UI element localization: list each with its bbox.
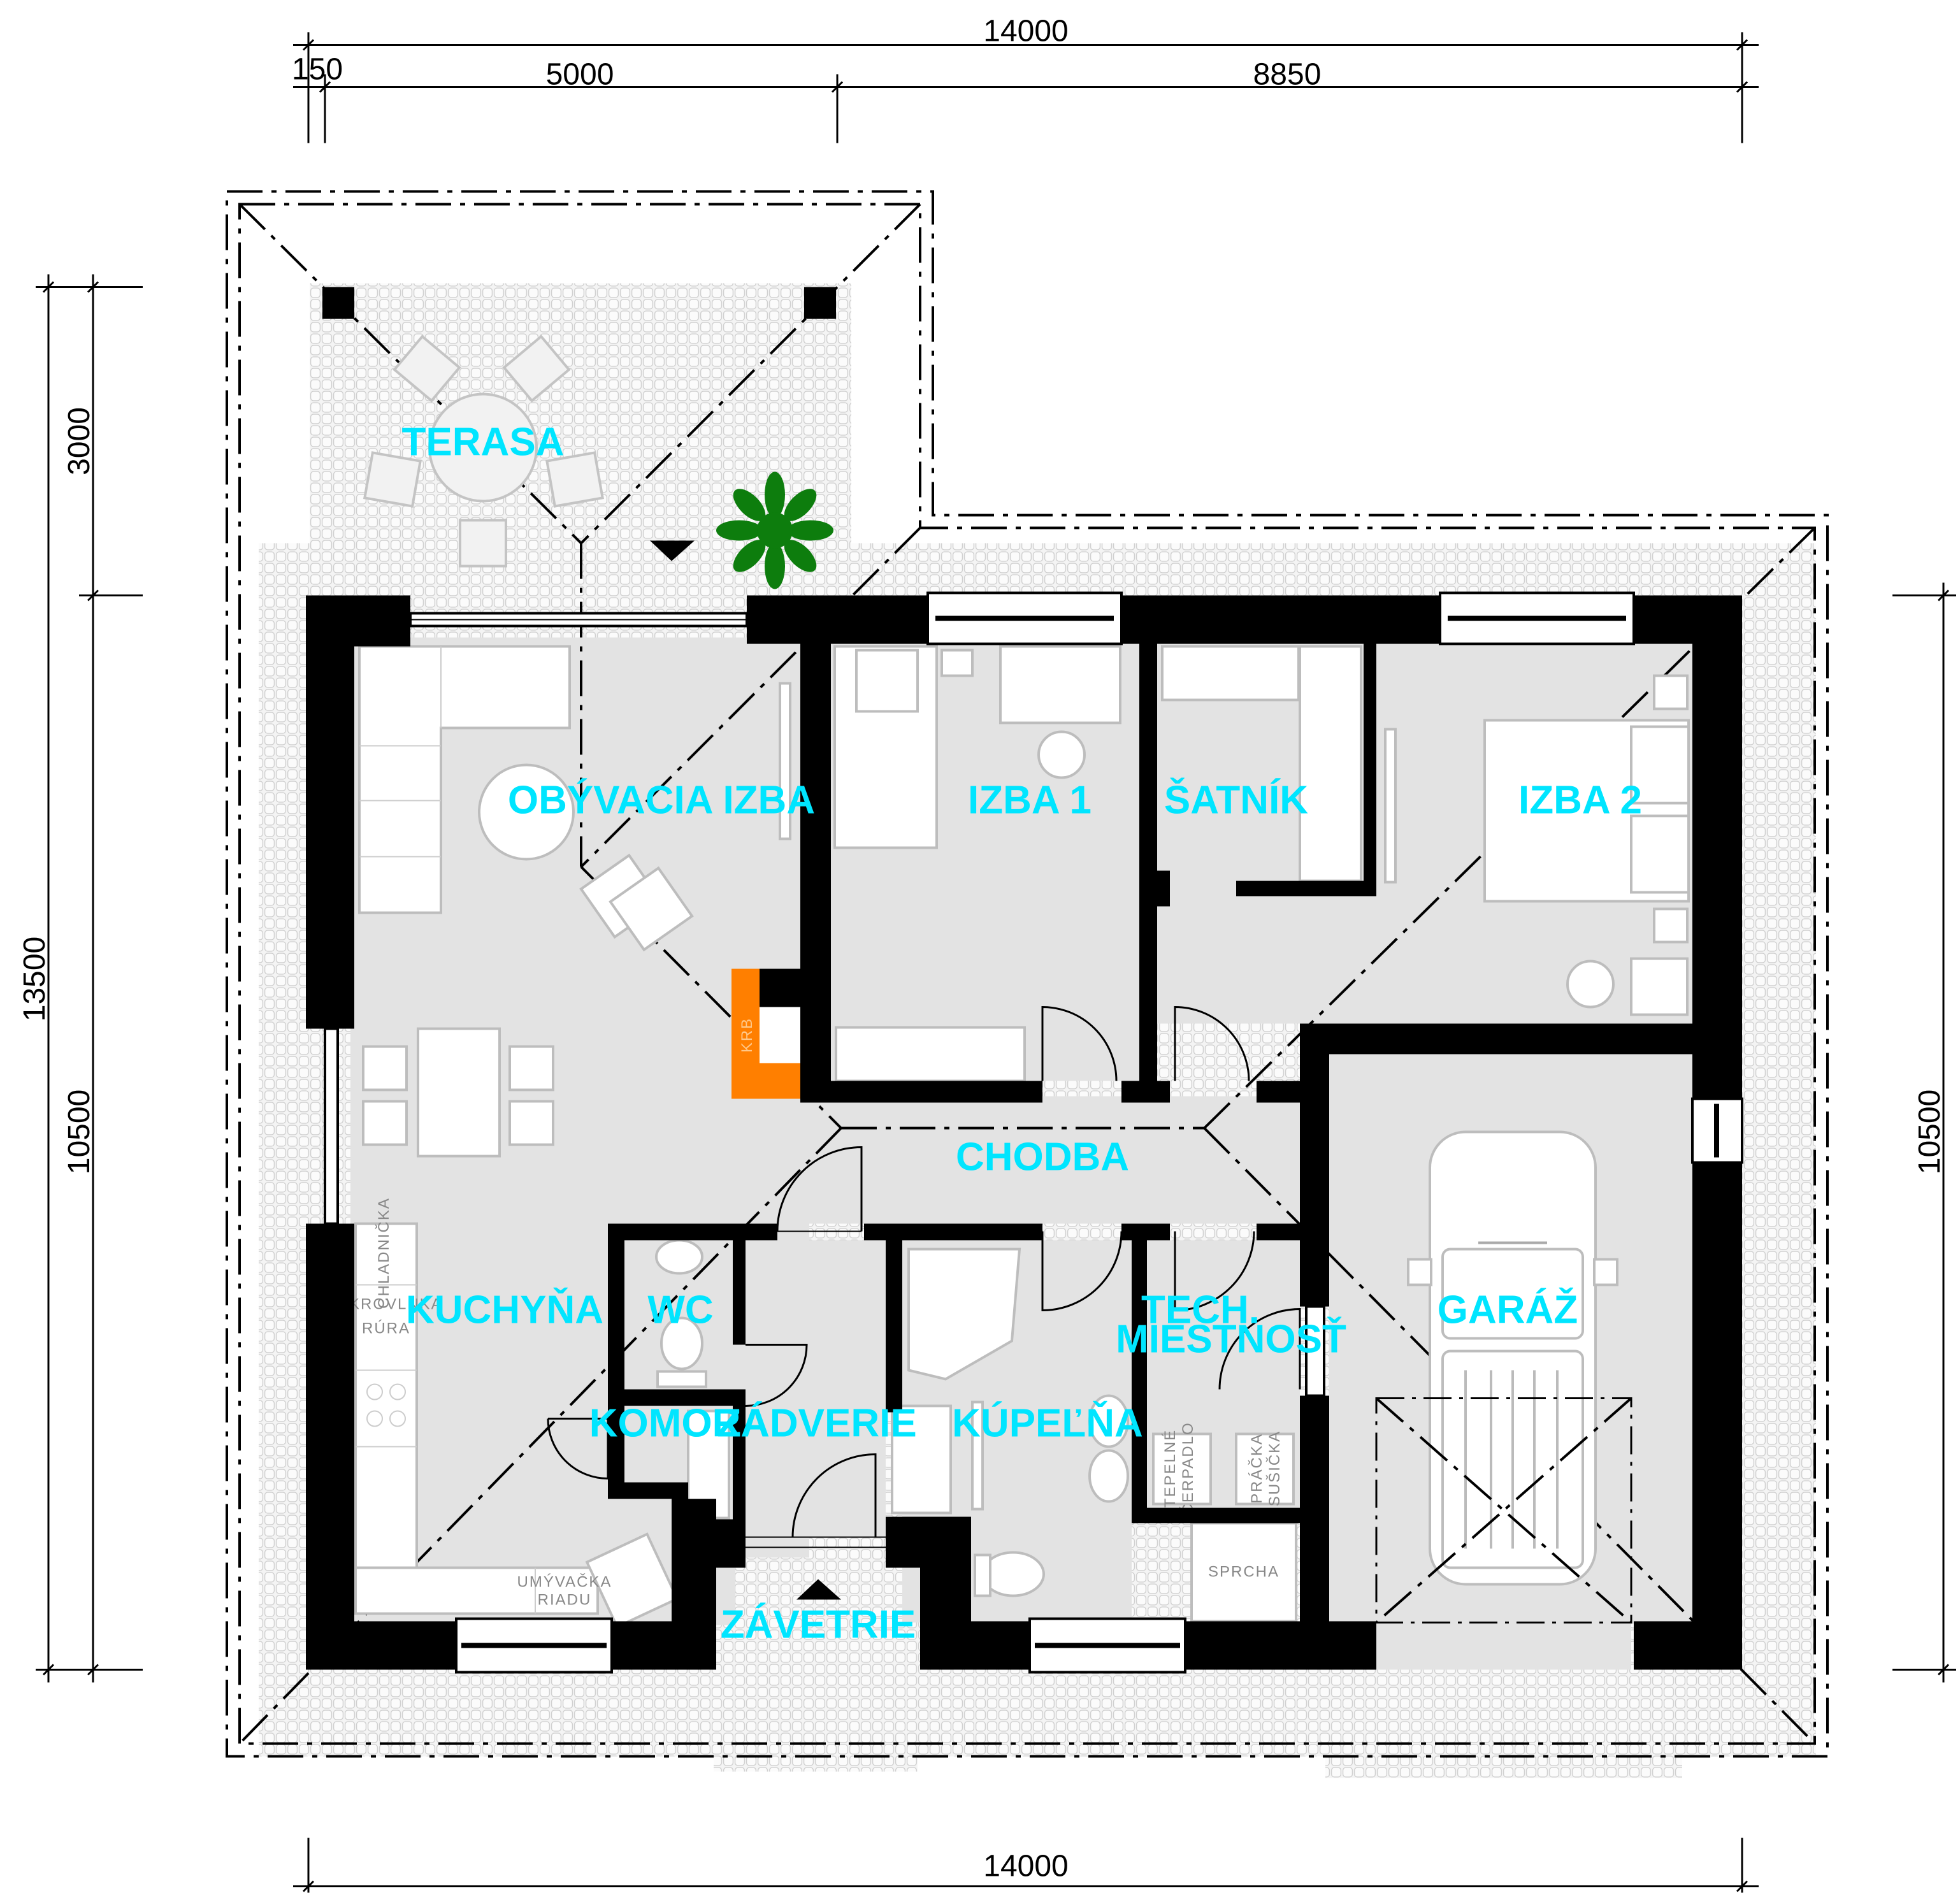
- umyvacka-label-2: RIADU: [538, 1592, 592, 1609]
- dim-left-b: 10500: [62, 1090, 96, 1174]
- room-izba-2: IZBA 2: [1518, 779, 1642, 823]
- dim-left-a: 3000: [62, 407, 96, 475]
- pracka-label: PRÁČKA: [1248, 1433, 1265, 1504]
- dim-top-a: 150: [292, 53, 343, 87]
- room-chodba: CHODBA: [956, 1135, 1129, 1179]
- umyvacka-label: UMÝVAČKA: [517, 1573, 612, 1591]
- furniture: CHLADNIČKA MIKROVLNKA RÚRA UMÝVAČKA RIAD…: [329, 645, 1690, 1629]
- walls: [306, 595, 1742, 1670]
- room-labels: TERASA OBÝVACIA IZBA IZBA 1 ŠATNÍK IZBA …: [402, 421, 1642, 1647]
- krb-label: KRB: [739, 1018, 756, 1053]
- chladnicka-label: CHLADNIČKA: [375, 1197, 393, 1309]
- terrace-furniture: [322, 287, 836, 589]
- dim-top-total: 14000: [983, 15, 1068, 48]
- room-tech-2: MIESTNOSŤ: [1116, 1318, 1346, 1362]
- room-komora: KOMORA: [589, 1402, 769, 1446]
- room-terasa: TERASA: [402, 421, 565, 464]
- plant-icon: [716, 471, 833, 589]
- dim-bottom-total: 14000: [983, 1850, 1068, 1883]
- rura-label: RÚRA: [362, 1320, 410, 1337]
- room-kupelna: KÚPEĽŇA: [952, 1402, 1143, 1446]
- room-zadverie: ZÁDVERIE: [717, 1402, 916, 1446]
- room-obyvacia-izba: OBÝVACIA IZBA: [508, 779, 815, 823]
- pracka-label-2: SUŠIČKA: [1265, 1430, 1283, 1506]
- tepelne-label: TEPELNÉ: [1162, 1429, 1179, 1508]
- car-icon: [1407, 1130, 1618, 1586]
- dimensions: 14000 150 5000 8850 3000 10500 13500 105…: [18, 15, 1956, 1893]
- windows: [324, 591, 1743, 1674]
- room-tech-1: TECH.: [1141, 1288, 1260, 1332]
- sprcha-label: SPRCHA: [1208, 1564, 1279, 1581]
- room-garaz: GARÁŽ: [1438, 1288, 1578, 1332]
- room-zavetrie: ZÁVETRIE: [721, 1603, 916, 1647]
- dim-top-b: 5000: [546, 58, 614, 92]
- room-izba-1: IZBA 1: [968, 779, 1092, 823]
- dim-left-total: 13500: [18, 937, 52, 1021]
- doors: [547, 1005, 1301, 1548]
- room-wc: WC: [647, 1288, 713, 1332]
- dim-right: 10500: [1913, 1090, 1947, 1174]
- tepelne-label-2: ČERPADLO: [1179, 1422, 1197, 1515]
- dim-top-c: 8850: [1253, 58, 1322, 92]
- room-satnik: ŠATNÍK: [1164, 779, 1308, 823]
- room-kuchyna: KUCHYŇA: [406, 1288, 603, 1332]
